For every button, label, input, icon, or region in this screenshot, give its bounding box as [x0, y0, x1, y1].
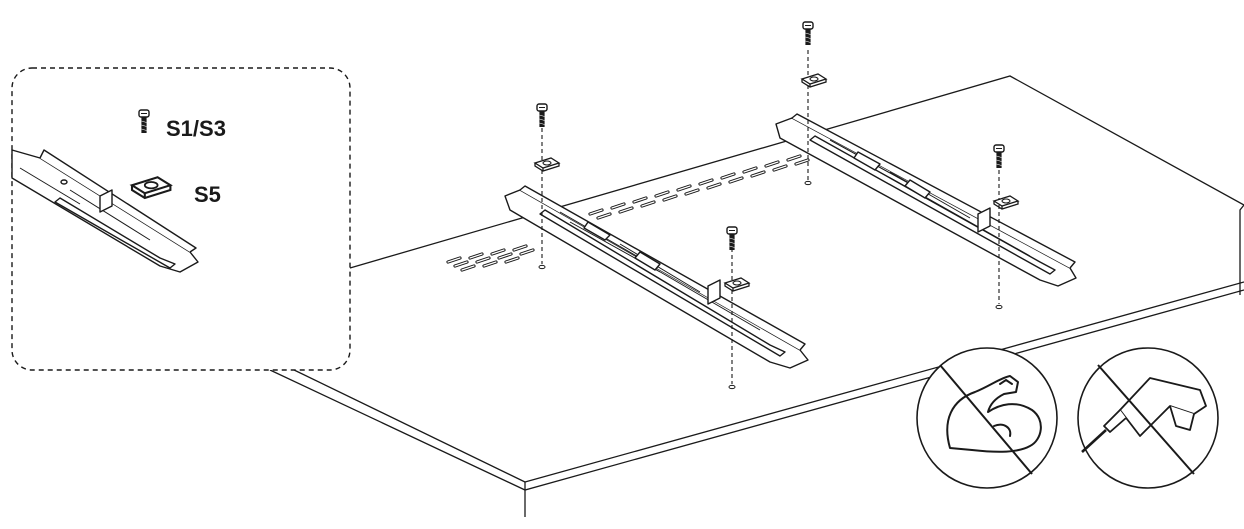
bracket-right: [775, 113, 1077, 287]
no-excessive-force-icon: [916, 347, 1058, 489]
washer-label: S5: [194, 182, 221, 207]
callout-detail-box: S1/S3 S5: [11, 67, 351, 371]
screw-label: S1/S3: [166, 116, 226, 141]
no-power-drill-icon: [1077, 347, 1219, 489]
bracket-left: [504, 185, 809, 369]
